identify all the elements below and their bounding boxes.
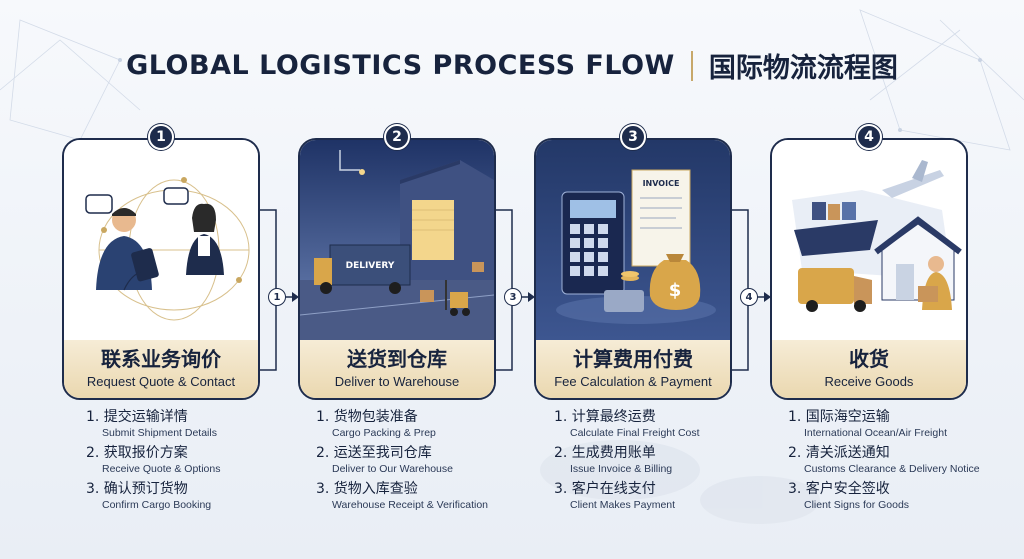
step-title-en-1: Request Quote & Contact [86, 374, 236, 389]
list-item-en: Submit Shipment Details [102, 427, 217, 439]
list-item: 2. 清关派送通知 Customs Clearance & Delivery N… [788, 444, 998, 476]
step-number-3: 3 [620, 124, 646, 150]
warehouse-illustration: DELIVERY [300, 140, 494, 340]
list-item-zh: 2. 清关派送通知 [788, 445, 890, 461]
step-list-3: 1. 计算最终运费 Calculate Final Freight Cost 2… [554, 408, 764, 516]
list-item-zh: 1. 国际海空运输 [788, 409, 890, 425]
step-list-2: 1. 货物包装准备 Cargo Packing & Prep 2. 运送至我司仓… [316, 408, 526, 516]
step-title-zh-4: 收货 [849, 347, 889, 371]
step-banner-3: 计算费用付费 Fee Calculation & Payment [536, 340, 730, 398]
page-title-zh: 国际物流流程图 [708, 53, 898, 84]
list-item: 2. 获取报价方案 Receive Quote & Options [86, 444, 296, 476]
step-banner-2: 送货到仓库 Deliver to Warehouse [300, 340, 494, 398]
list-item: 1. 提交运输详情 Submit Shipment Details [86, 408, 296, 440]
consultation-illustration [64, 140, 258, 340]
list-item-en: Confirm Cargo Booking [102, 499, 212, 511]
list-item-en: Cargo Packing & Prep [332, 427, 436, 439]
step-title-zh-1: 联系业务询价 [101, 347, 221, 371]
truck-label: DELIVERY [346, 261, 395, 271]
connector-badge-1: 1 [268, 288, 286, 306]
step-title-zh-3: 计算费用付费 [573, 347, 693, 371]
step-list-1: 1. 提交运输详情 Submit Shipment Details 2. 获取报… [86, 408, 296, 516]
step-banner-1: 联系业务询价 Request Quote & Contact [64, 340, 258, 398]
connector-badge-3: 4 [740, 288, 758, 306]
page-title-en: GLOBAL LOGISTICS PROCESS FLOW [126, 50, 675, 81]
payment-illustration: INVOICE $ [536, 140, 730, 340]
title-divider [690, 50, 693, 81]
list-item: 3. 货物入库查验 Warehouse Receipt & Verificati… [316, 480, 526, 512]
list-item-en: Calculate Final Freight Cost [570, 427, 700, 439]
step-card-3: INVOICE $ 计算费用付费 Fee Calculation & Payme… [534, 138, 732, 400]
list-item: 1. 计算最终运费 Calculate Final Freight Cost [554, 408, 764, 440]
step-banner-4: 收货 Receive Goods [772, 340, 966, 398]
list-item: 1. 货物包装准备 Cargo Packing & Prep [316, 408, 526, 440]
list-item-en: Warehouse Receipt & Verification [332, 499, 489, 511]
list-item: 1. 国际海空运输 International Ocean/Air Freigh… [788, 408, 998, 440]
receive-goods-illustration [772, 140, 966, 340]
list-item-zh: 3. 客户安全签收 [788, 481, 890, 497]
step-list-4: 1. 国际海空运输 International Ocean/Air Freigh… [788, 408, 998, 516]
step-card-1: 联系业务询价 Request Quote & Contact [62, 138, 260, 400]
list-item-en: Customs Clearance & Delivery Notice [804, 463, 980, 475]
list-item: 3. 客户安全签收 Client Signs for Goods [788, 480, 998, 512]
invoice-label: INVOICE [643, 179, 680, 188]
step-title-en-2: Deliver to Warehouse [334, 374, 460, 389]
list-item-zh: 2. 生成费用账单 [554, 445, 656, 461]
step-title-en-3: Fee Calculation & Payment [554, 374, 712, 389]
list-item: 2. 运送至我司仓库 Deliver to Our Warehouse [316, 444, 526, 476]
list-item-zh: 3. 货物入库查验 [316, 481, 418, 497]
step-number-2: 2 [384, 124, 410, 150]
list-item: 3. 客户在线支付 Client Makes Payment [554, 480, 764, 512]
step-title-zh-2: 送货到仓库 [347, 347, 447, 371]
list-item-en: Issue Invoice & Billing [570, 463, 673, 475]
step-card-4: 收货 Receive Goods [770, 138, 968, 400]
connector-badge-2: 3 [504, 288, 522, 306]
step-title-en-4: Receive Goods [824, 374, 914, 389]
list-item-en: Client Makes Payment [570, 499, 676, 511]
list-item-en: Receive Quote & Options [102, 463, 221, 475]
list-item-en: Client Signs for Goods [804, 499, 910, 511]
step-card-2: DELIVERY 送货到仓库 Deliver to Warehouse [298, 138, 496, 400]
title-row: GLOBAL LOGISTICS PROCESS FLOW 国际物流流程图 [0, 46, 1024, 85]
list-item-zh: 1. 提交运输详情 [86, 409, 188, 425]
list-item-zh: 2. 运送至我司仓库 [316, 445, 432, 461]
step-number-4: 4 [856, 124, 882, 150]
list-item-zh: 3. 确认预订货物 [86, 481, 188, 497]
step-number-1: 1 [148, 124, 174, 150]
svg-text:$: $ [669, 280, 682, 301]
list-item-zh: 1. 计算最终运费 [554, 409, 656, 425]
list-item: 3. 确认预订货物 Confirm Cargo Booking [86, 480, 296, 512]
list-item: 2. 生成费用账单 Issue Invoice & Billing [554, 444, 764, 476]
list-item-en: International Ocean/Air Freight [804, 427, 947, 439]
list-item-en: Deliver to Our Warehouse [332, 463, 453, 475]
list-item-zh: 2. 获取报价方案 [86, 445, 188, 461]
list-item-zh: 3. 客户在线支付 [554, 481, 656, 497]
list-item-zh: 1. 货物包装准备 [316, 409, 418, 425]
